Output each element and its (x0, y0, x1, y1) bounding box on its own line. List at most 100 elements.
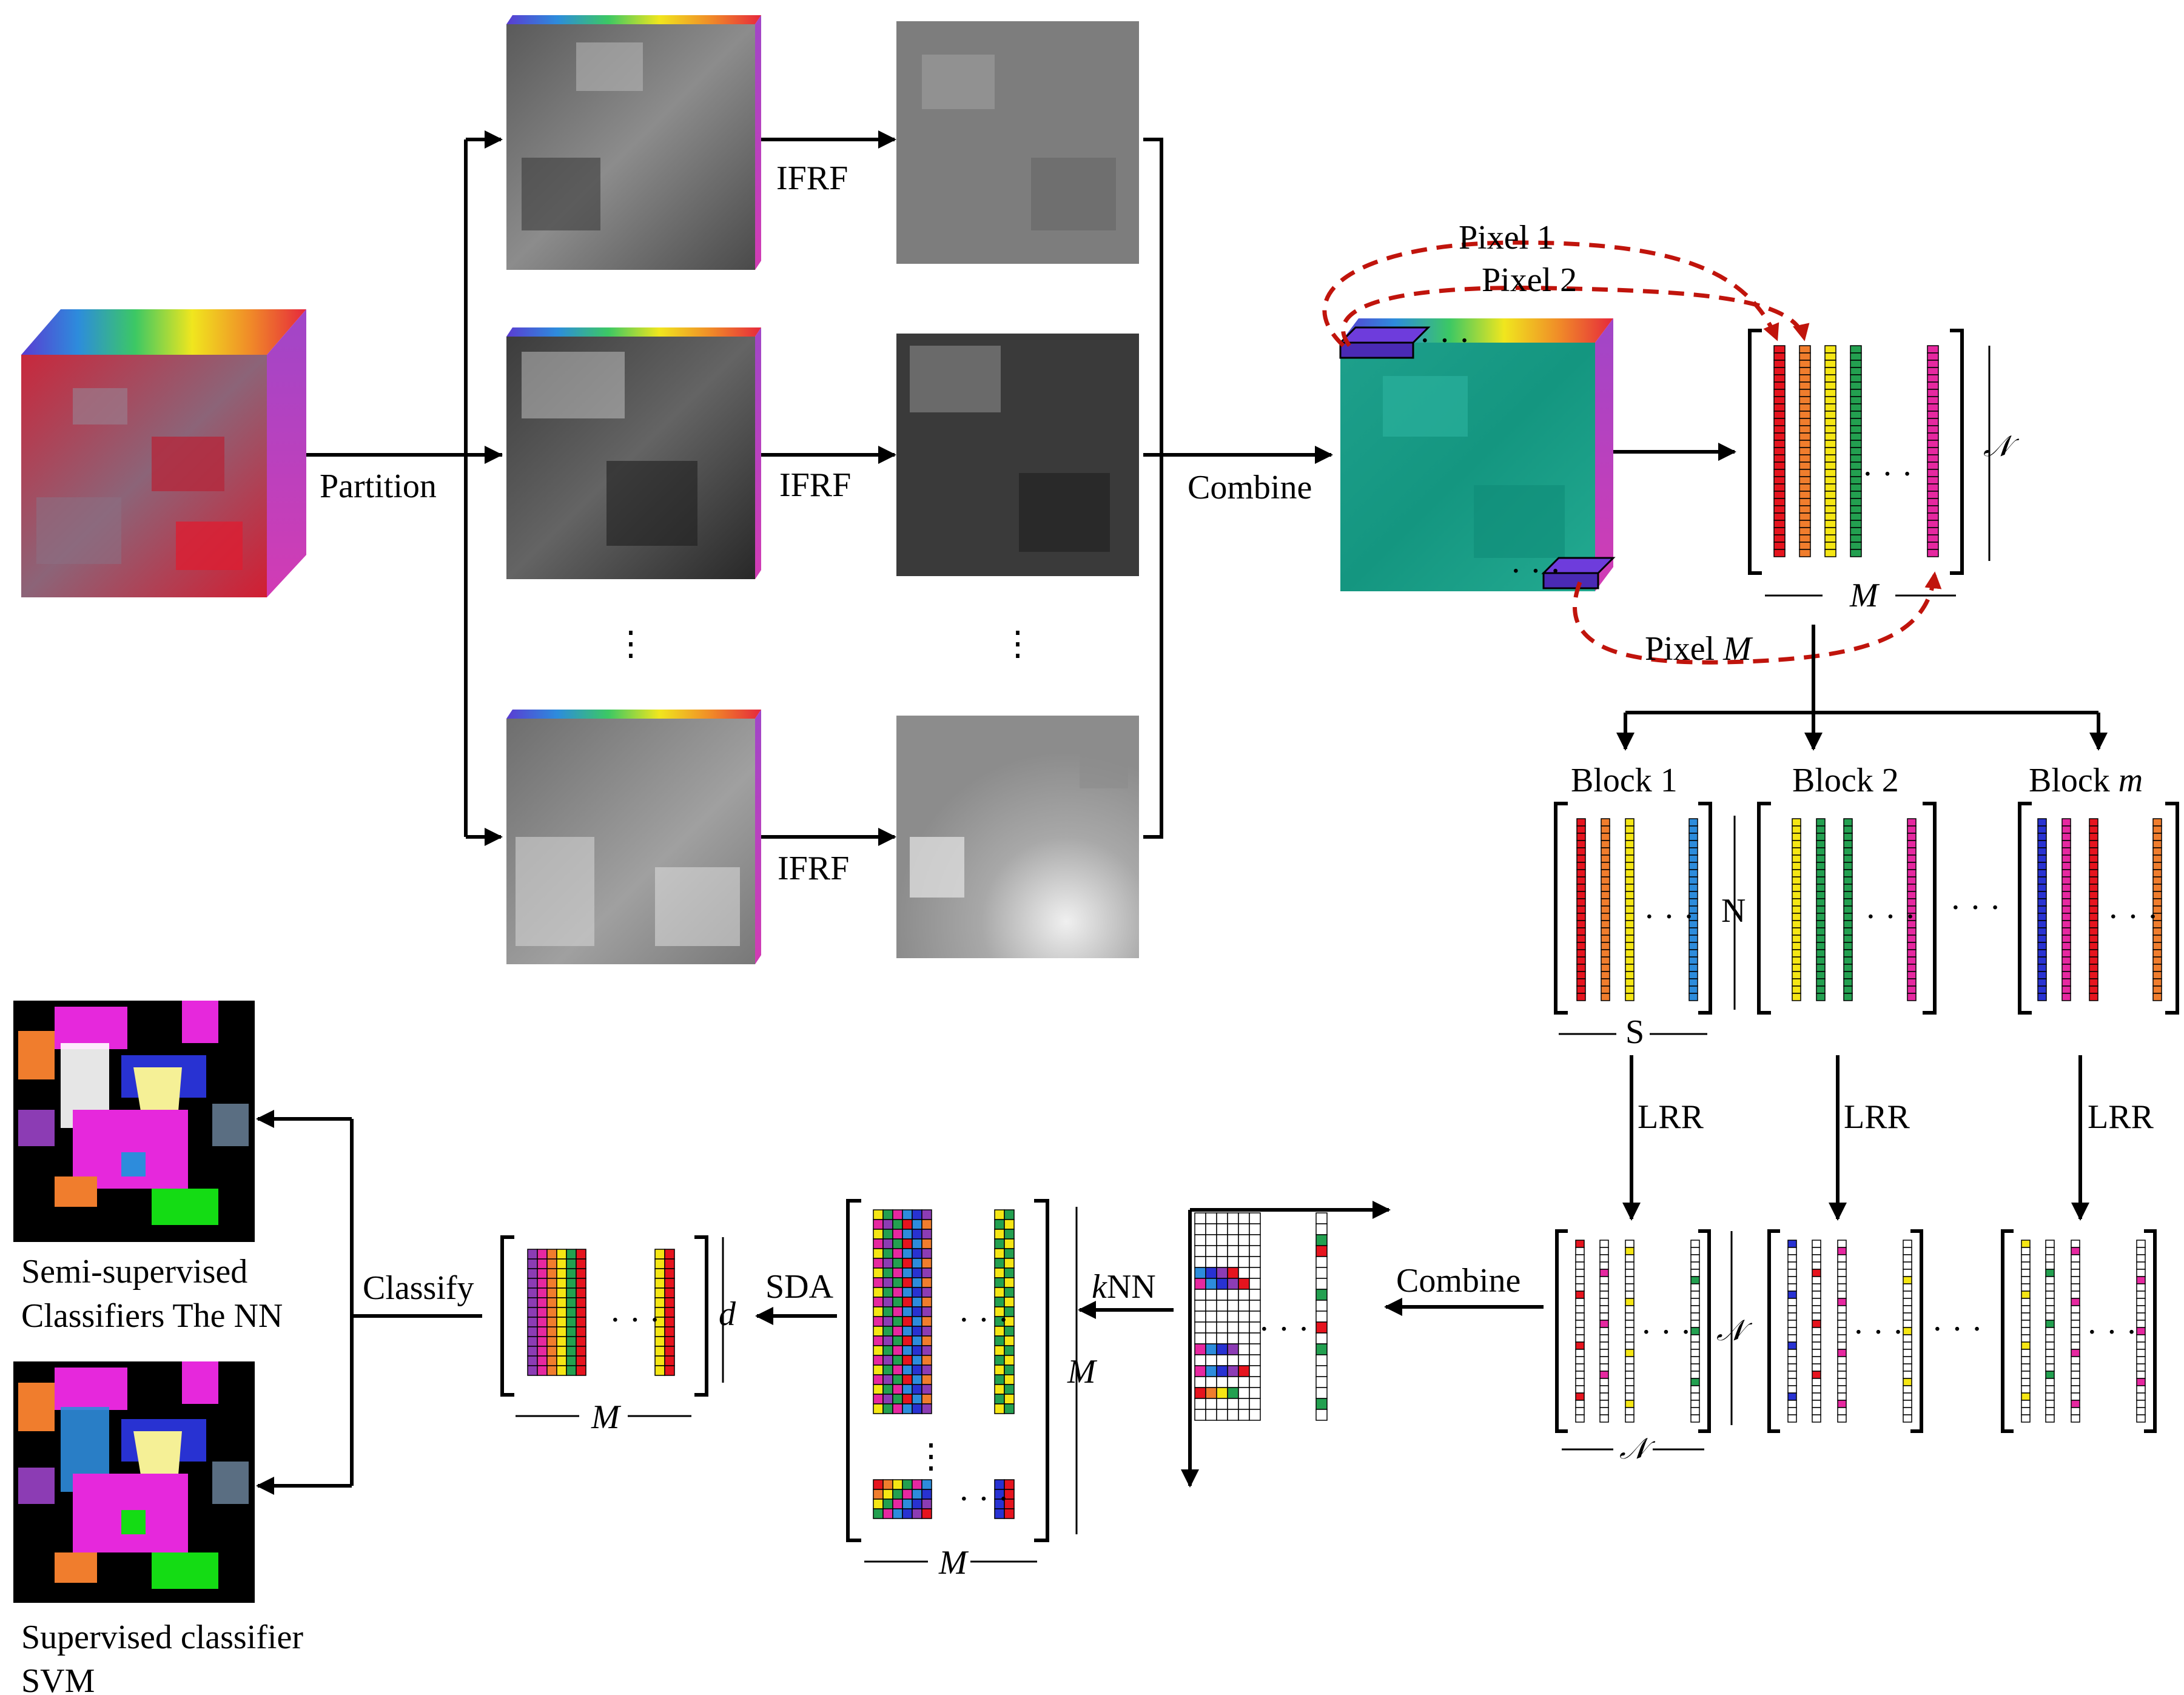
pixel-column (1927, 360, 1939, 368)
knn-cell (912, 1384, 922, 1395)
coefficient-cell (2021, 1291, 2031, 1299)
knn-cell (892, 1384, 903, 1395)
coefficient-cell (1599, 1414, 1609, 1423)
pixel-column (2037, 825, 2047, 834)
coefficient-cell (2071, 1298, 2080, 1306)
graph-cell (1238, 1311, 1250, 1323)
graph-cell (1249, 1387, 1261, 1399)
pixel-column (1850, 534, 1862, 543)
pixel-column (1907, 847, 1917, 856)
graph-cell (1249, 1376, 1261, 1388)
pixel-column (1850, 462, 1862, 470)
graph-cell (1238, 1234, 1250, 1246)
pixel-column (1773, 505, 1786, 514)
pixel-column (1601, 891, 1610, 899)
block-2-ellipsis: · · · (1865, 898, 1916, 936)
graph-cell (1216, 1278, 1228, 1290)
coefficient-cell (1599, 1305, 1609, 1314)
graph-cell (1216, 1245, 1228, 1257)
graph-cell (1249, 1267, 1261, 1279)
graph-cell (1249, 1354, 1261, 1366)
knn-cell (912, 1258, 922, 1269)
pixel-column (1773, 352, 1786, 361)
graph-cell (1194, 1256, 1206, 1268)
coefficient-cell (1575, 1371, 1585, 1379)
graph-cell (1227, 1332, 1239, 1344)
knn-cell (892, 1499, 903, 1509)
pixel-column (1625, 927, 1635, 936)
pixel-column (1850, 491, 1862, 499)
graph-cell (1315, 1278, 1328, 1290)
graph-matrix-grid (1194, 1212, 1328, 1421)
coefficient-cell (1837, 1414, 1847, 1423)
graph-cell (1194, 1409, 1206, 1421)
knn-cell (994, 1403, 1005, 1414)
pixel-column (1625, 949, 1635, 958)
coefficient-cell (2136, 1320, 2146, 1328)
pixel-column (1850, 469, 1862, 477)
coefficient-cell (1787, 1407, 1797, 1415)
coefficient-cell (1812, 1276, 1821, 1284)
graph-cell (1315, 1409, 1328, 1421)
coefficient-cell (1599, 1327, 1609, 1335)
pixel-column (1625, 862, 1635, 870)
coefficient-cell (1575, 1240, 1585, 1248)
coefficient-cell (2136, 1327, 2146, 1335)
reduced-cell (546, 1336, 557, 1347)
pixel-column (1688, 833, 1698, 841)
pixel-column (1816, 884, 1826, 892)
coefficient-cell (1625, 1283, 1635, 1292)
graph-cell (1194, 1376, 1206, 1388)
pixel-column (1773, 360, 1786, 368)
pixel-column (1799, 432, 1811, 441)
knn-cell (921, 1335, 932, 1346)
pixel-column (1625, 985, 1635, 994)
knn-cell (921, 1297, 932, 1307)
knn-cell (873, 1403, 884, 1414)
pixel-column (1773, 454, 1786, 463)
coefficient-cell (2071, 1276, 2080, 1284)
pixel-column (2037, 869, 2047, 878)
pixel-column (1816, 971, 1826, 979)
graph-cell (1216, 1343, 1228, 1355)
coefficient-cell (1903, 1247, 1912, 1255)
coefficient-cell (2021, 1341, 2031, 1350)
knn-bottom-grid (873, 1479, 1015, 1519)
knn-cell (902, 1306, 913, 1317)
knn-cell (902, 1374, 913, 1385)
pixel-column (1824, 483, 1836, 492)
knn-cell (994, 1248, 1005, 1259)
pixel-column (1601, 884, 1610, 892)
coef-1-columns (1575, 1240, 1700, 1423)
pixel-column (2089, 884, 2098, 892)
pixel-column (1688, 956, 1698, 965)
knn-label: kNN (1092, 1268, 1156, 1306)
reduced-cell (546, 1268, 557, 1279)
pixel-column (1843, 964, 1853, 972)
pixel-column (1824, 462, 1836, 470)
pixel-column (1799, 527, 1811, 535)
pixel-column (1907, 825, 1917, 834)
coefficient-cell (2045, 1327, 2055, 1335)
coefficient-cell (1837, 1327, 1847, 1335)
pixel-column (2089, 971, 2098, 979)
knn-cell (902, 1479, 913, 1490)
knn-cell (882, 1238, 893, 1249)
coefficient-cell (2045, 1371, 2055, 1379)
pixel-column (1799, 469, 1811, 477)
graph-cell (1315, 1387, 1328, 1399)
knn-cell (892, 1479, 903, 1490)
coefficient-cell (1690, 1247, 1700, 1255)
graph-matrix: · · · (1181, 1201, 1391, 1488)
coefficient-cell (1812, 1320, 1821, 1328)
pixel-column (1625, 993, 1635, 1001)
coefficient-cell (1787, 1392, 1797, 1401)
pixel-column (2061, 818, 2071, 827)
pixel-column (1601, 993, 1610, 1001)
pixel-column (1927, 403, 1939, 412)
pixel-column (1850, 520, 1862, 528)
reduced-cell (664, 1365, 675, 1376)
reduced-cell (576, 1258, 586, 1269)
graph-cell (1249, 1398, 1261, 1410)
pixel-column (1799, 403, 1811, 412)
